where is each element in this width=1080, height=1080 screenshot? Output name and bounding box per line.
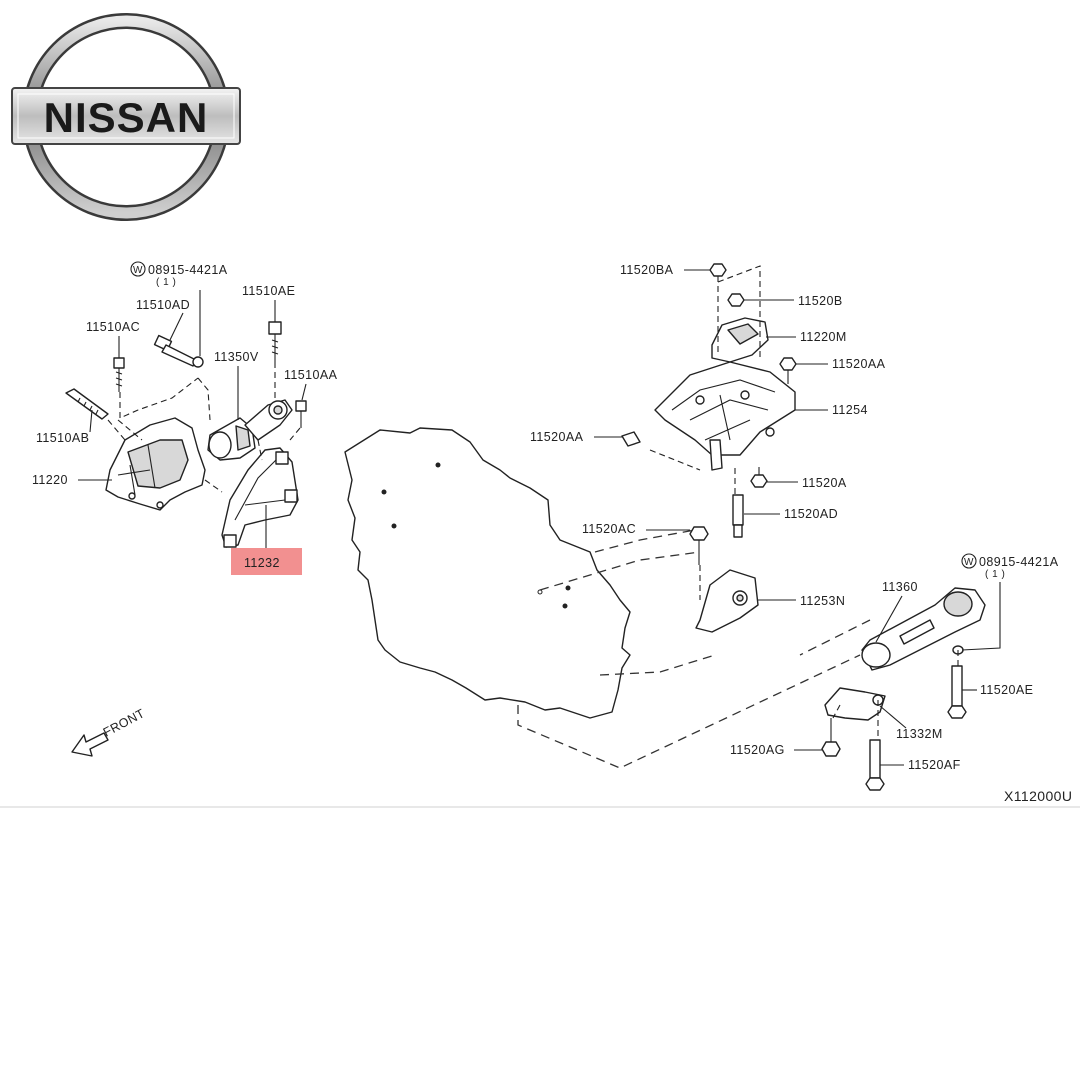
label-11253N: 11253N [800, 594, 845, 608]
label-11232: 11232 [244, 556, 280, 570]
label-11220: 11220 [32, 473, 68, 487]
svg-text:W: W [964, 557, 974, 568]
mount-11253N [695, 569, 759, 633]
bolt-11520AA-right [779, 357, 797, 384]
logo-text: NISSAN [44, 94, 209, 141]
bolt-11520AG [821, 718, 841, 757]
bolt-11510AA [295, 400, 307, 428]
label-11520B: 11520B [798, 294, 843, 308]
label-washer-left-qty: ( 1 ) [156, 277, 176, 288]
nut-11520B [727, 293, 745, 307]
label-washer-right: 08915-4421A [979, 555, 1059, 569]
label-11254: 11254 [832, 403, 868, 417]
mount-11220 [105, 417, 206, 511]
bracket-11254 [654, 361, 796, 471]
engine-outline [344, 427, 631, 719]
label-11332M: 11332M [896, 727, 943, 741]
label-11510AB: 11510AB [36, 431, 89, 445]
bolt-11510AB [65, 388, 109, 420]
bracket-11232 [221, 447, 299, 548]
bolt-11520A [750, 467, 768, 488]
label-washer-right-qty: ( 1 ) [985, 569, 1005, 580]
diagram-ref-code: X112000U [1004, 788, 1072, 804]
front-arrow-icon [71, 732, 109, 757]
bolt-11510AC [113, 357, 125, 392]
washer-callout-right: W 08915-4421A ( 1 ) [961, 553, 1059, 651]
nissan-logo-icon: NISSAN [11, 13, 241, 221]
label-11520AE: 11520AE [980, 683, 1033, 697]
label-11520AC: 11520AC [582, 522, 636, 536]
bolt-11520AE [947, 665, 967, 719]
front-label: FRONT [101, 706, 147, 740]
label-11510AA: 11510AA [284, 368, 338, 382]
svg-text:W: W [133, 265, 143, 276]
label-11220M: 11220M [800, 330, 847, 344]
mount-11220M [711, 317, 769, 363]
label-11520A: 11520A [802, 476, 847, 490]
bracket-11332M [824, 687, 886, 721]
mount-11350V [207, 399, 293, 461]
nut-11520BA [709, 263, 727, 277]
label-11510AC: 11510AC [86, 320, 140, 334]
label-11520AG: 11520AG [730, 743, 785, 757]
label-11520BA: 11520BA [620, 263, 674, 277]
label-11360: 11360 [882, 580, 918, 594]
label-11510AD: 11510AD [136, 298, 190, 312]
stud-11520AD [732, 494, 744, 538]
bolt-11520AA-left [621, 431, 641, 447]
label-11520AA-right: 11520AA [832, 357, 886, 371]
label-11510AE: 11510AE [242, 284, 295, 298]
part-11232-highlight [231, 548, 302, 575]
bolt-11510AE [268, 321, 282, 362]
label-11520AF: 11520AF [908, 758, 961, 772]
label-11520AA-left: 11520AA [530, 430, 584, 444]
label-11350V: 11350V [214, 350, 259, 364]
bolt-11510AD [153, 334, 204, 368]
washer-callout-left: W 08915-4421A ( 1 ) [130, 261, 228, 356]
label-11520AD: 11520AD [784, 507, 838, 521]
bolt-11520AF [865, 739, 885, 791]
torque-rod-11360 [861, 587, 986, 671]
label-washer-left: 08915-4421A [148, 263, 228, 277]
bolt-11520AC [689, 526, 709, 565]
